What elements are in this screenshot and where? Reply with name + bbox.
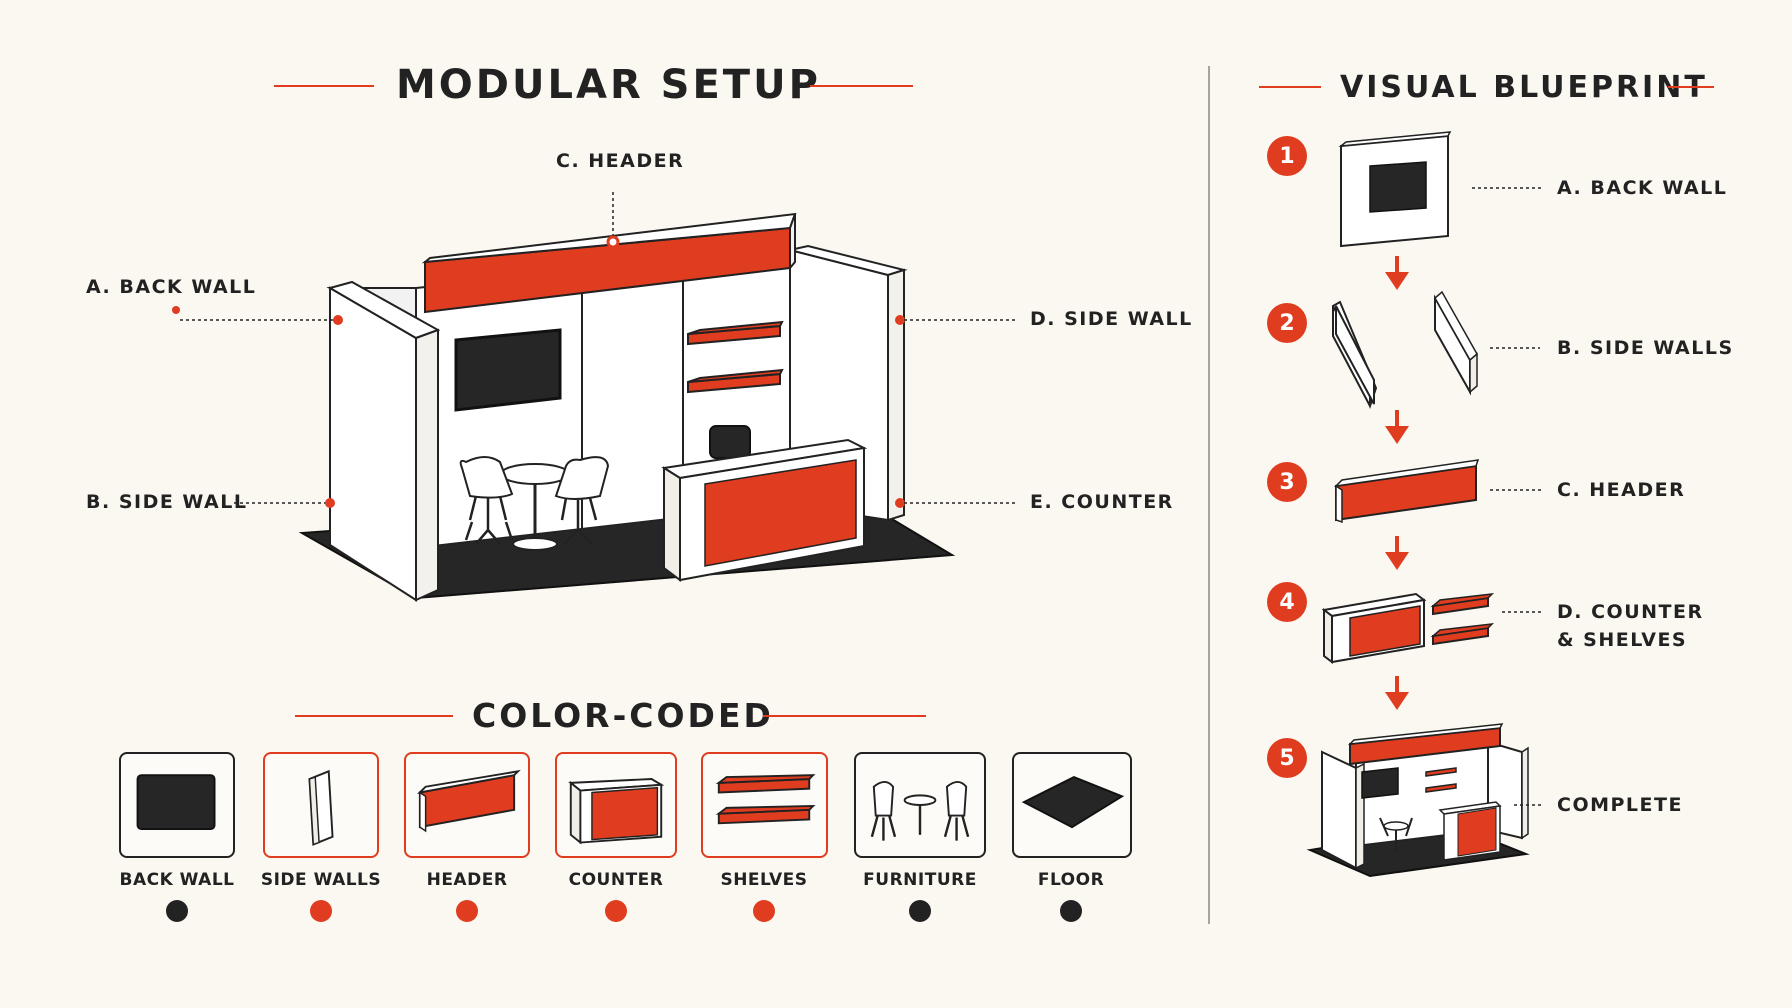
step-badge-3: 3 <box>1267 462 1307 502</box>
legend-dot-header <box>456 900 478 922</box>
legend-label-furniture: FURNITURE <box>863 870 977 890</box>
title-rule-left <box>274 85 374 87</box>
step-label-4-line1: D. COUNTER <box>1557 601 1704 623</box>
step-badge-4: 4 <box>1267 582 1307 622</box>
callout-side-wall-left: B. SIDE WALL <box>86 491 248 513</box>
step-3-header <box>1333 459 1480 524</box>
booth-chair-right <box>554 456 610 545</box>
blueprint-rule-left <box>1259 86 1321 88</box>
callout-counter: E. COUNTER <box>1030 491 1174 513</box>
legend-card-back-wall <box>119 752 235 858</box>
step-arrows <box>1385 256 1409 710</box>
blueprint-rule-right <box>1668 86 1714 88</box>
booth-monitor <box>454 328 562 412</box>
legend-card-furniture <box>854 752 986 858</box>
legend-card-shelves <box>701 752 828 858</box>
legend-label-floor: FLOOR <box>1037 870 1105 890</box>
step-4-counter-shelves <box>1321 592 1495 664</box>
legend-label-counter: COUNTER <box>568 870 664 890</box>
legend-card-header <box>404 752 530 858</box>
legend-dot-back-wall <box>166 900 188 922</box>
title-rule-right <box>810 85 913 87</box>
legend-label-side-walls: SIDE WALLS <box>260 870 382 890</box>
legend-label-header: HEADER <box>426 870 508 890</box>
legend-rule-right <box>763 715 926 717</box>
callout-header: C. HEADER <box>556 150 685 172</box>
legend-rule-left <box>295 715 453 717</box>
modular-setup-title: MODULAR SETUP <box>396 62 821 108</box>
step-label-2: B. SIDE WALLS <box>1557 337 1734 359</box>
booth-chair-left <box>459 456 514 545</box>
step-1-back-wall <box>1338 131 1452 248</box>
step-badge-2: 2 <box>1267 303 1307 343</box>
step-badge-1: 1 <box>1267 136 1307 176</box>
section-divider <box>1208 66 1210 924</box>
legend-card-side-walls <box>263 752 379 858</box>
step-2-side-walls <box>1331 290 1478 410</box>
legend-label-shelves: SHELVES <box>720 870 808 890</box>
legend-label-back-wall: BACK WALL <box>119 870 235 890</box>
step-badge-5: 5 <box>1267 738 1307 778</box>
step-label-4-line2: & SHELVES <box>1557 629 1688 651</box>
legend-card-counter <box>555 752 677 858</box>
blueprint-title: VISUAL BLUEPRINT <box>1340 70 1708 105</box>
legend-dot-furniture <box>909 900 931 922</box>
step-label-1: A. BACK WALL <box>1557 177 1728 199</box>
step-5-complete-booth <box>1306 723 1530 878</box>
legend-dot-floor <box>1060 900 1082 922</box>
legend-dot-counter <box>605 900 627 922</box>
callout-side-wall-right: D. SIDE WALL <box>1030 308 1193 330</box>
step-label-3: C. HEADER <box>1557 479 1686 501</box>
step-label-5: COMPLETE <box>1557 794 1683 816</box>
legend-title: COLOR-CODED <box>472 696 774 735</box>
legend-dot-side-walls <box>310 900 332 922</box>
legend-card-floor <box>1012 752 1132 858</box>
callout-back-wall: A. BACK WALL <box>86 276 257 298</box>
legend-dot-shelves <box>753 900 775 922</box>
